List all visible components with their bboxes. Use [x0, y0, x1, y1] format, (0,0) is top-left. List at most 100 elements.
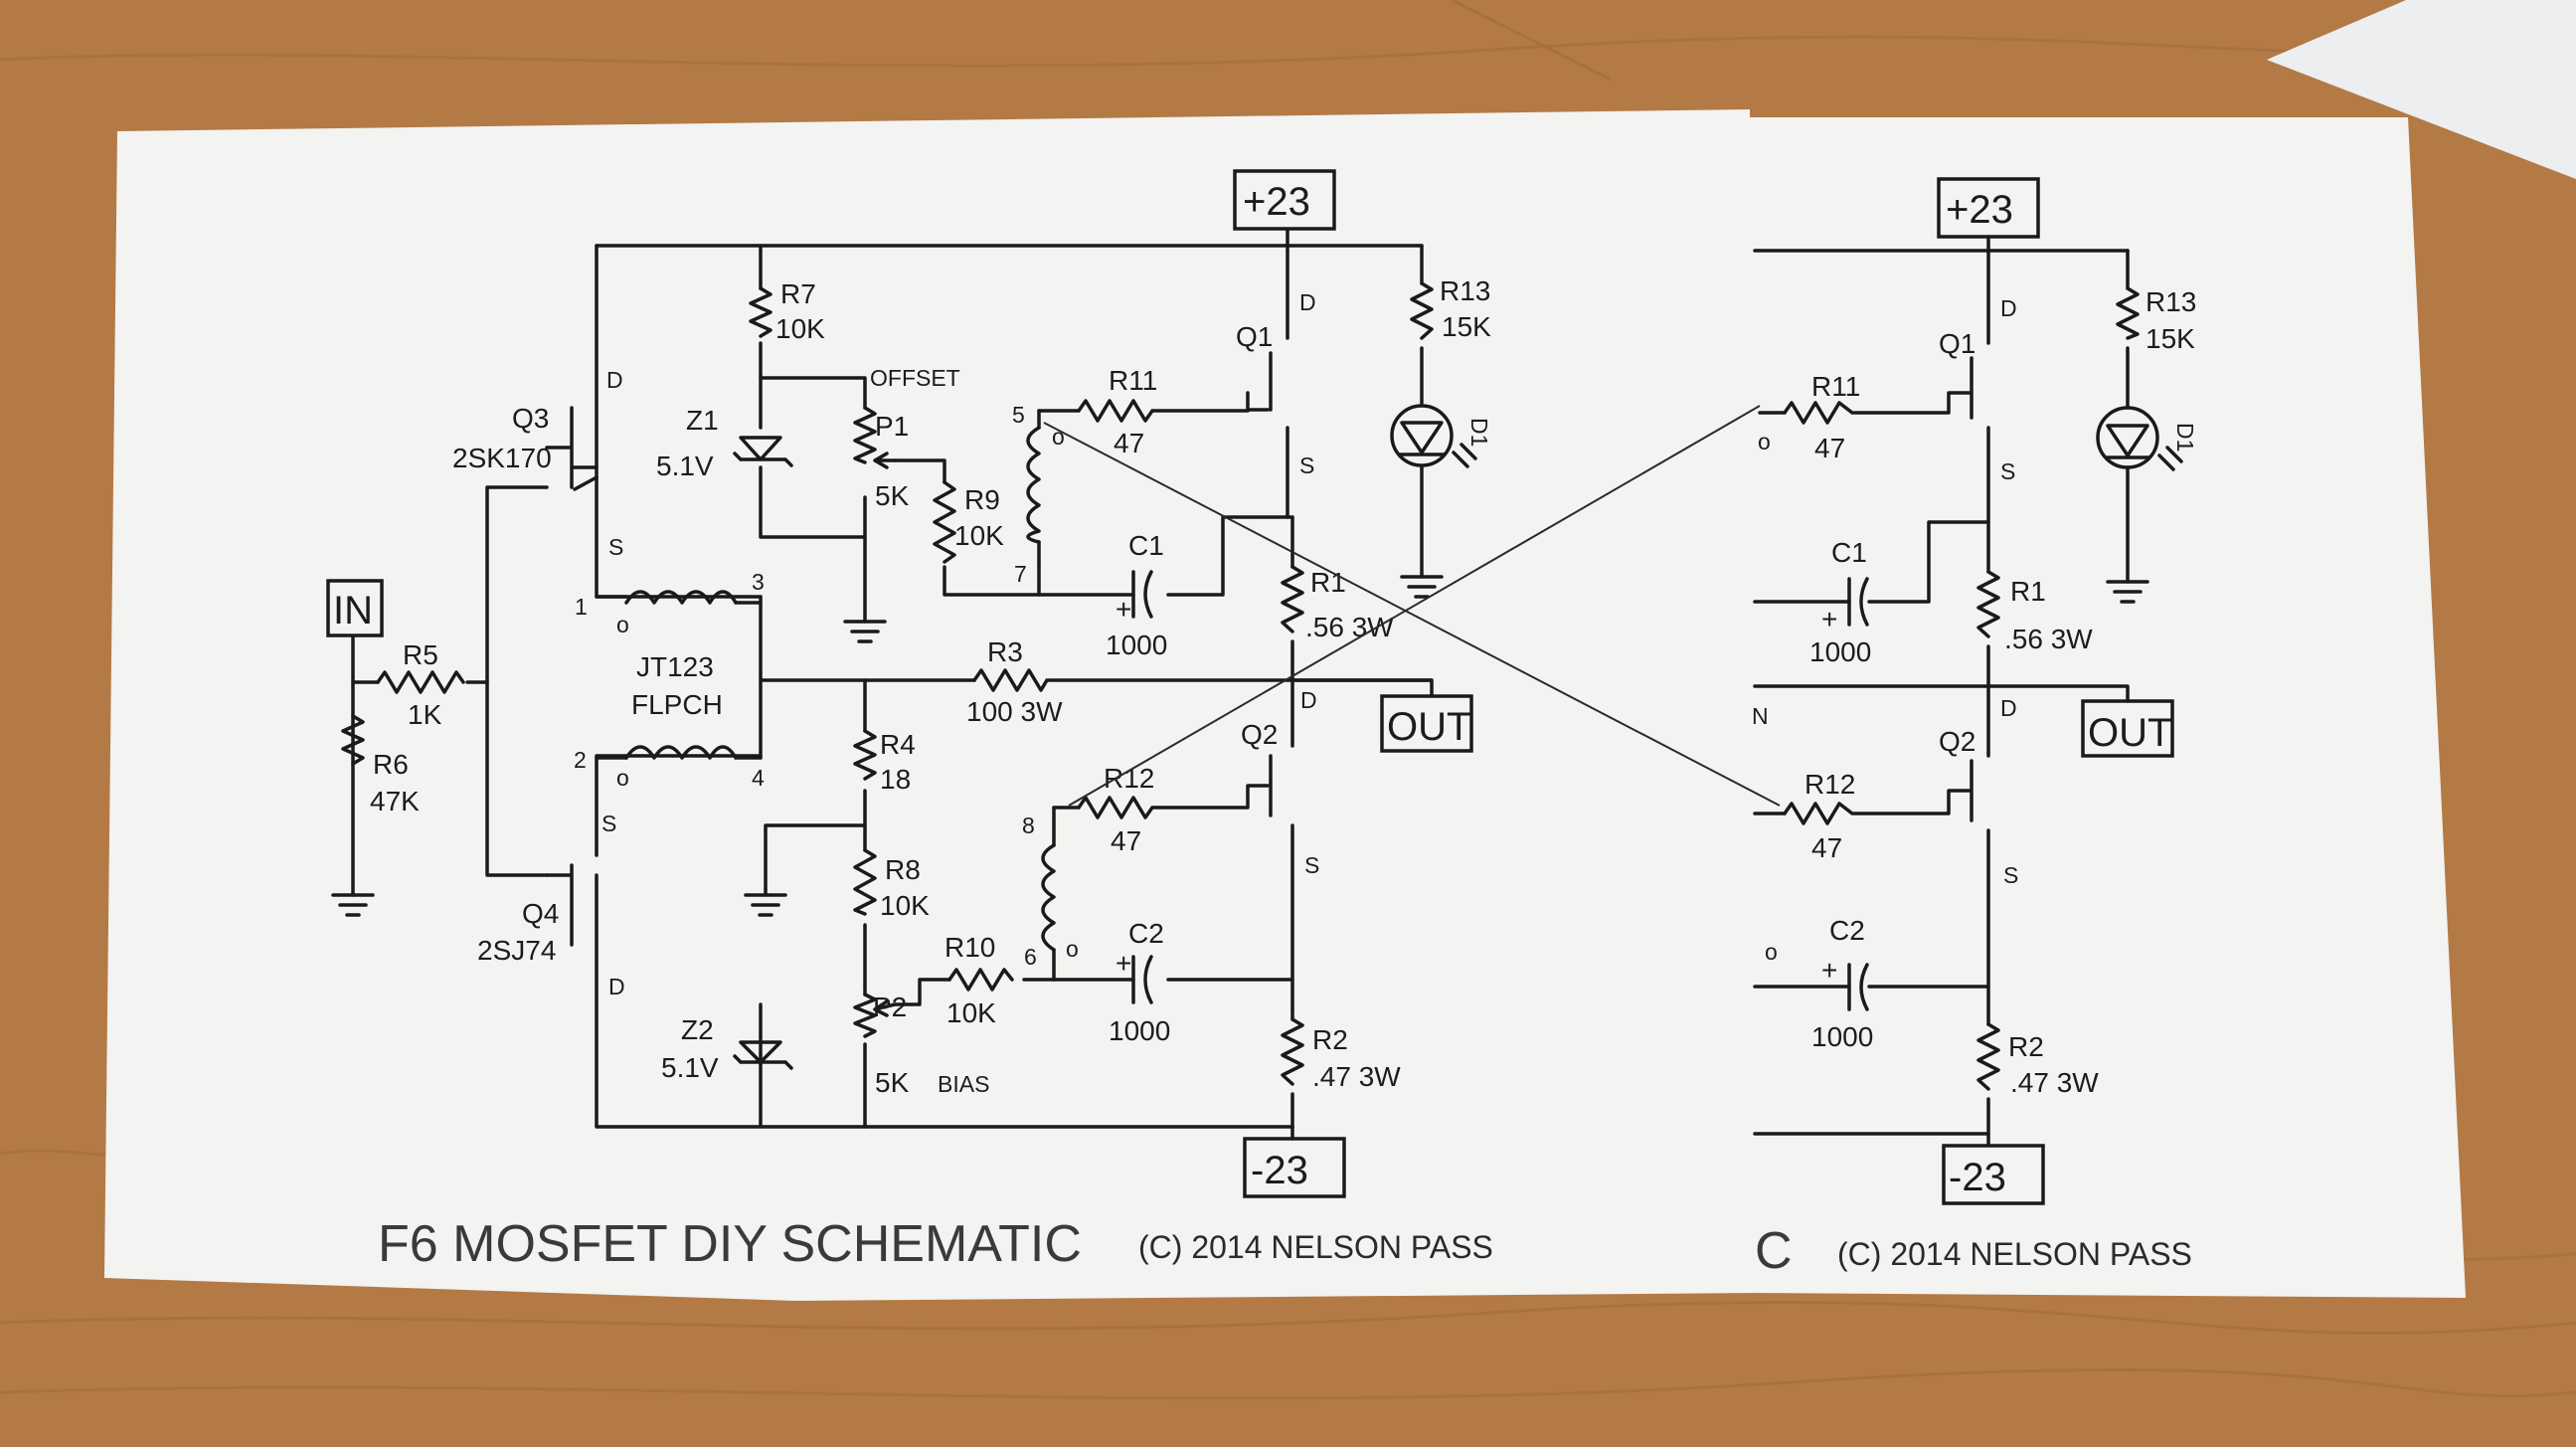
in-box [326, 579, 384, 637]
r13-ref-right: R13 [2146, 286, 2196, 317]
c2-ref-right: C2 [1829, 915, 1865, 946]
pencil-lines [1043, 405, 1781, 807]
out-box-right [2081, 699, 2174, 758]
r10-ref: R10 [945, 932, 995, 963]
r13-right-symbol [2116, 286, 2140, 340]
r10-symbol [947, 968, 1014, 992]
c1-symbol [1131, 570, 1153, 619]
capacitors-left [1131, 570, 1153, 1004]
r1-ref-right: R1 [2010, 576, 2046, 607]
r8-symbol [853, 848, 877, 916]
r1-ref: R1 [1310, 567, 1346, 598]
p2-symbol [853, 993, 877, 1038]
q1-s: S [1299, 452, 1314, 478]
r7-symbol [749, 286, 773, 338]
left-schematic: +23 -23 IN OUT R7 10K OFFSET Z1 5.1V P1 … [326, 169, 1493, 1273]
r11-ref-right: R11 [1811, 371, 1860, 402]
r8-value: 10K [880, 890, 930, 921]
winding-5-7 [1026, 426, 1041, 544]
p2-ref: P2 [873, 992, 907, 1022]
r1-right-symbol [1976, 570, 2000, 638]
r3-value: 100 3W [966, 696, 1063, 727]
tx-pin-3: 3 [752, 569, 765, 595]
q1-s-right: S [2000, 458, 2015, 484]
wires-right [1753, 235, 2130, 1146]
r1-symbol [1281, 565, 1304, 633]
r5-value: 1K [408, 699, 442, 730]
winding-pin-5: 5 [1012, 402, 1025, 428]
r3-symbol [972, 668, 1049, 692]
neg-rail-label: -23 [1251, 1149, 1308, 1192]
wood-grain [0, 0, 2576, 1400]
schematic-title: F6 MOSFET DIY SCHEMATIC [378, 1215, 1082, 1273]
q3-ref: Q3 [512, 403, 549, 434]
transformer-type: FLPCH [631, 689, 723, 720]
p2-value: 5K [875, 1067, 910, 1098]
z1-symbol [733, 436, 793, 467]
in-label: IN [333, 589, 373, 633]
left-sheet [104, 109, 1758, 1301]
r13-symbol [1410, 281, 1434, 340]
q3-part: 2SK170 [452, 443, 552, 473]
transformer-top-winding [624, 590, 738, 605]
neg-rail-box [1243, 1137, 1346, 1198]
r10-value: 10K [946, 997, 996, 1028]
transformer-bottom-winding [624, 745, 738, 760]
r2-right-symbol [1976, 1022, 2000, 1091]
c1-ref: C1 [1128, 530, 1164, 561]
c1-value-right: 1000 [1809, 636, 1871, 667]
q3-d: D [606, 367, 623, 393]
c1-plus: + [1116, 594, 1131, 625]
neg-rail-label-right: -23 [1949, 1156, 2006, 1199]
p1-symbol [853, 406, 877, 464]
ground-right [2106, 580, 2149, 604]
q4-ref: Q4 [522, 898, 559, 929]
resistors-right [1783, 286, 2140, 1091]
edge-letter-right: N [1752, 703, 1769, 729]
winding-pin-7: 7 [1014, 561, 1027, 587]
out-label: OUT [1387, 705, 1470, 749]
corner-paper [2267, 0, 2576, 179]
r2-value-right: .47 3W [2010, 1067, 2099, 1098]
r12-right-symbol [1783, 802, 1854, 825]
r6-symbol [341, 714, 365, 766]
c2-value-right: 1000 [1811, 1021, 1873, 1052]
neg-rail-box-right [1942, 1144, 2045, 1205]
grounds-left [331, 575, 1444, 917]
r1-value: .56 3W [1305, 612, 1394, 642]
tx-pin-2: 2 [574, 747, 587, 773]
q2-ref-right: Q2 [1939, 726, 1975, 757]
tx-pin-1-open: o [616, 612, 629, 637]
r5-symbol [376, 670, 465, 694]
r1-value-right: .56 3W [2004, 624, 2093, 654]
c1-right-symbol [1847, 577, 1869, 627]
r13-ref: R13 [1440, 275, 1490, 306]
c2-right-symbol [1847, 963, 1869, 1011]
q1-ref-right: Q1 [1939, 328, 1975, 359]
pos-rail-box-right [1937, 177, 2040, 239]
r2-ref-right: R2 [2008, 1031, 2044, 1062]
led-d1-right [2096, 406, 2183, 471]
r12-value: 47 [1111, 825, 1141, 856]
winding-8-6 [1041, 843, 1056, 952]
z2-value: 5.1V [661, 1052, 719, 1083]
r2-ref: R2 [1312, 1024, 1348, 1055]
q4-s: S [601, 811, 616, 836]
tx-pin-2-open: o [616, 765, 629, 791]
r12-ref: R12 [1104, 763, 1154, 794]
r3-ref: R3 [987, 636, 1023, 667]
c2-symbol [1131, 955, 1153, 1004]
open-pin-right-2: o [1765, 939, 1778, 965]
r5-ref: R5 [403, 639, 438, 670]
r4-ref: R4 [880, 729, 916, 760]
zeners-left [733, 436, 793, 1070]
r11-right-symbol [1783, 401, 1854, 425]
r6-value: 47K [370, 786, 420, 816]
copyright-right: (C) 2014 NELSON PASS [1837, 1236, 2192, 1272]
r7-value: 10K [775, 313, 825, 344]
out-box [1380, 694, 1473, 753]
pot-wipers-left [873, 452, 897, 1017]
q1-d-right: D [2000, 295, 2017, 321]
q4-part: 2SJ74 [477, 935, 556, 966]
